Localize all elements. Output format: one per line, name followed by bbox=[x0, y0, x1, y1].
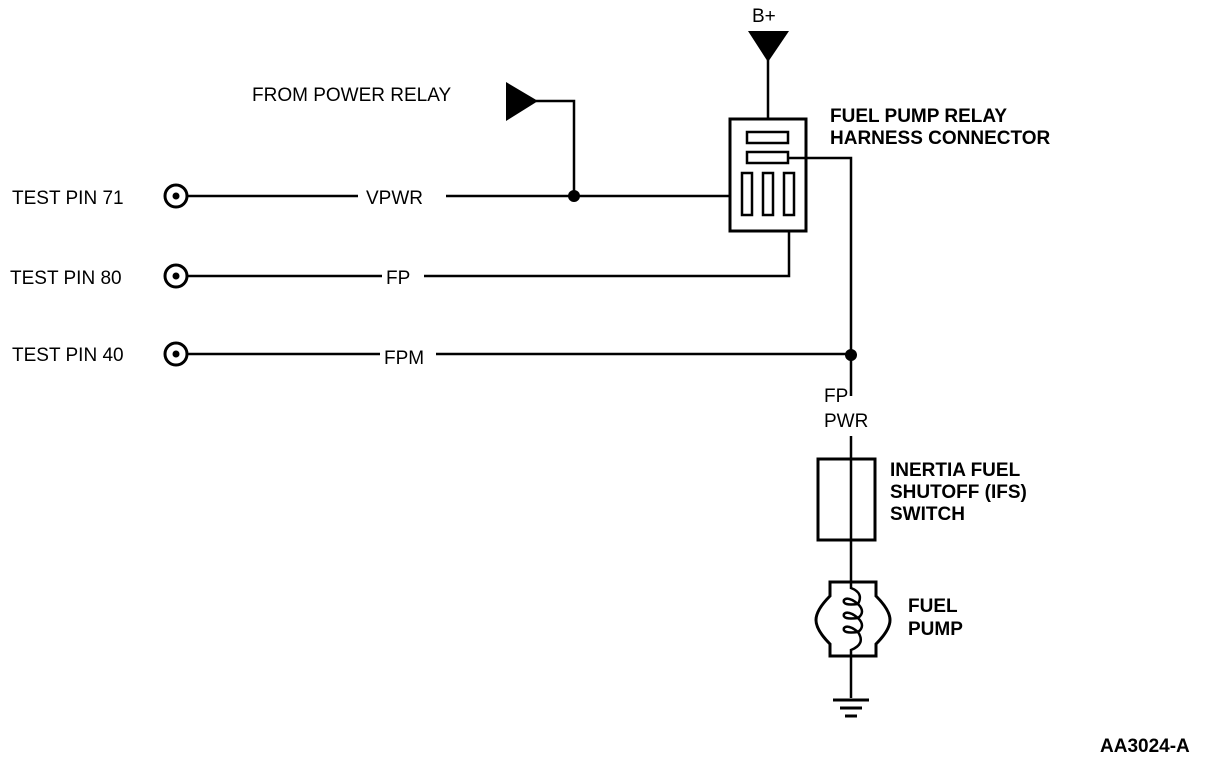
relay-connector-label-line1: FUEL PUMP RELAY bbox=[830, 106, 1007, 127]
test-pin-71-icon bbox=[163, 183, 189, 209]
power-relay-arrow-icon bbox=[506, 82, 538, 121]
inertia-switch-icon bbox=[816, 457, 877, 542]
ifs-label-line2: SHUTOFF (IFS) bbox=[890, 482, 1027, 503]
fp-pwr-label-line1: FP bbox=[824, 386, 848, 407]
fpm-circuit-label: FPM bbox=[384, 348, 424, 369]
vpwr-circuit-label: VPWR bbox=[366, 188, 423, 209]
from-power-relay-label: FROM POWER RELAY bbox=[252, 85, 451, 106]
ground-icon bbox=[833, 698, 869, 718]
connector-slot-fp-pwr bbox=[745, 150, 790, 165]
fp-circuit-label: FP bbox=[386, 268, 410, 289]
connector-pin-fp bbox=[782, 171, 796, 217]
figure-id: AA3024-A bbox=[1100, 736, 1190, 757]
ifs-label-line1: INERTIA FUEL bbox=[890, 460, 1021, 481]
battery-arrow-icon bbox=[748, 31, 789, 62]
battery-positive-label: B+ bbox=[752, 6, 776, 27]
connector-slot-battery bbox=[745, 130, 790, 145]
fp-pwr-wire-upper bbox=[788, 156, 853, 396]
power-relay-wire bbox=[536, 99, 576, 196]
test-pin-40-label: TEST PIN 40 bbox=[12, 345, 124, 366]
test-pin-80-icon bbox=[163, 263, 189, 289]
relay-connector-label-line2: HARNESS CONNECTOR bbox=[830, 128, 1051, 149]
test-pin-40-icon bbox=[163, 341, 189, 367]
fp-pwr-label-line2: PWR bbox=[824, 411, 868, 432]
connector-pin-vpwr bbox=[740, 171, 754, 217]
fuel-pump-label-line1: FUEL bbox=[908, 596, 958, 617]
test-pin-71-label: TEST PIN 71 bbox=[12, 188, 124, 209]
fp-wire-right bbox=[424, 215, 791, 278]
test-pin-80-label: TEST PIN 80 bbox=[10, 268, 122, 289]
fuel-pump-motor-icon bbox=[814, 580, 892, 658]
relay-harness-connector bbox=[728, 117, 808, 233]
connector-pin-middle bbox=[761, 171, 775, 217]
ifs-label-line3: SWITCH bbox=[890, 504, 965, 525]
fuel-pump-label-line2: PUMP bbox=[908, 619, 963, 640]
